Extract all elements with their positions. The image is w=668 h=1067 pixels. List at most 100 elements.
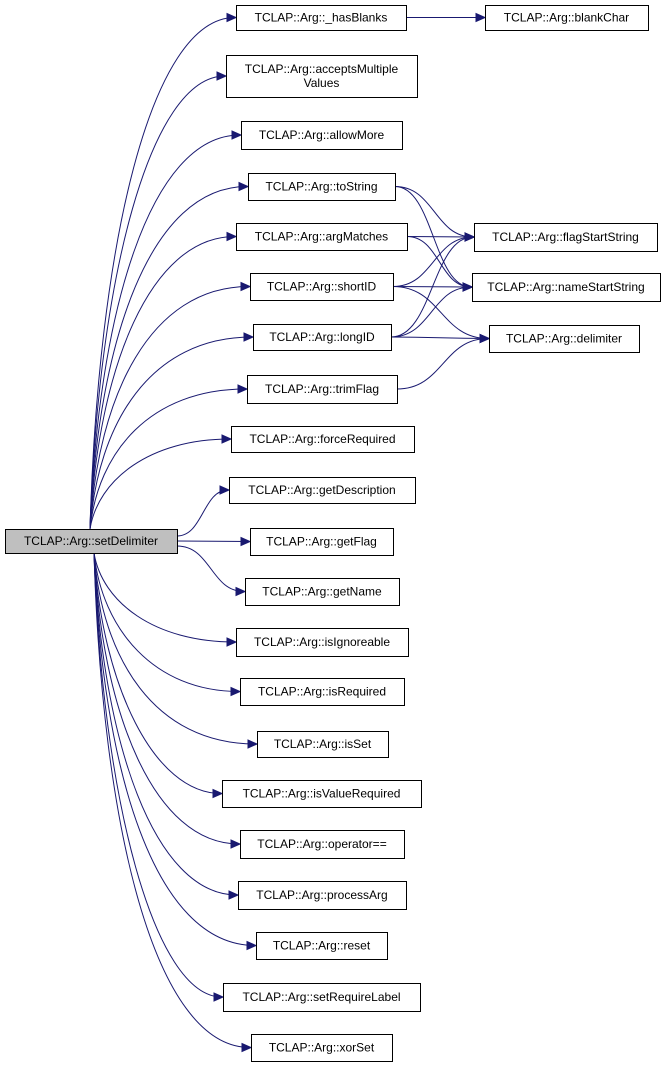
node-box	[229, 477, 416, 504]
node-box	[245, 578, 400, 606]
node-label: TCLAP::Arg::processArg	[256, 888, 387, 902]
node-box	[223, 983, 421, 1012]
node-hasBlanks[interactable]: TCLAP::Arg::_hasBlanks	[236, 5, 407, 31]
node-nameStartString[interactable]: TCLAP::Arg::nameStartString	[472, 273, 661, 302]
arrowhead-icon	[213, 992, 225, 1002]
edge-setDelimiter-to-processArg	[93, 552, 238, 896]
edge-longID-to-flagStartString	[390, 236, 474, 338]
node-box	[240, 830, 405, 859]
edge-setDelimiter-to-shortID	[89, 286, 250, 530]
node-allowMore[interactable]: TCLAP::Arg::allowMore	[241, 121, 403, 150]
arrowhead-icon	[230, 839, 242, 849]
edge-setDelimiter-to-operatorEq	[93, 552, 240, 845]
arrowhead-icon	[243, 332, 255, 342]
node-box	[240, 678, 405, 706]
edge-setDelimiter-to-acceptsMultipleValues	[89, 75, 226, 530]
arrowhead-icon	[221, 434, 233, 444]
edge-setDelimiter-to-reset	[93, 552, 256, 946]
node-setDelimiter[interactable]: TCLAP::Arg::setDelimiter	[5, 529, 178, 554]
node-isSet[interactable]: TCLAP::Arg::isSet	[257, 731, 389, 758]
node-xorSet[interactable]: TCLAP::Arg::xorSet	[251, 1034, 393, 1062]
node-box	[236, 223, 408, 251]
edge-shortID-to-flagStartString	[392, 236, 474, 287]
node-delimiter[interactable]: TCLAP::Arg::delimiter	[489, 325, 640, 353]
arrowhead-icon	[235, 586, 247, 597]
edge-setDelimiter-to-longID	[89, 336, 253, 530]
arrowhead-icon	[226, 12, 238, 23]
node-setRequireLabel[interactable]: TCLAP::Arg::setRequireLabel	[223, 983, 421, 1012]
node-box	[489, 325, 640, 353]
node-isIgnoreable[interactable]: TCLAP::Arg::isIgnoreable	[236, 628, 409, 657]
edge-longID-to-delimiter	[390, 336, 489, 339]
node-box	[256, 932, 388, 960]
edge-trimFlag-to-delimiter	[396, 338, 489, 390]
node-label: TCLAP::Arg::isRequired	[258, 685, 386, 699]
edge-shortID-to-delimiter	[392, 286, 489, 339]
node-label: TCLAP::Arg::reset	[273, 939, 371, 953]
node-getName[interactable]: TCLAP::Arg::getName	[245, 578, 400, 606]
arrowhead-icon	[237, 384, 249, 394]
node-toString[interactable]: TCLAP::Arg::toString	[248, 173, 396, 201]
node-forceRequired[interactable]: TCLAP::Arg::forceRequired	[231, 426, 415, 453]
edge-setDelimiter-to-toString	[89, 186, 248, 530]
arrowhead-icon	[231, 130, 243, 140]
arrowhead-icon	[226, 231, 238, 242]
node-label: TCLAP::Arg::longID	[269, 330, 375, 344]
edge-setDelimiter-to-isValueRequired	[93, 552, 222, 794]
node-getFlag[interactable]: TCLAP::Arg::getFlag	[250, 528, 394, 556]
node-flagStartString[interactable]: TCLAP::Arg::flagStartString	[474, 223, 658, 252]
node-trimFlag[interactable]: TCLAP::Arg::trimFlag	[247, 375, 398, 404]
edge-setDelimiter-to-xorSet	[93, 552, 251, 1048]
edge-toString-to-flagStartString	[394, 186, 474, 238]
node-layer: TCLAP::Arg::setDelimiter TCLAP::Arg::_has…	[5, 5, 661, 1062]
arrowhead-icon	[240, 536, 252, 547]
node-processArg[interactable]: TCLAP::Arg::processArg	[238, 881, 407, 910]
edge-setDelimiter-to-isSet	[93, 552, 257, 745]
node-label: TCLAP::Arg::getFlag	[266, 535, 377, 549]
node-box	[236, 628, 409, 657]
edge-argMatches-to-flagStartString	[406, 236, 474, 238]
arrowhead-icon	[246, 940, 258, 951]
edge-setDelimiter-to-trimFlag	[89, 388, 247, 530]
edge-argMatches-to-nameStartString	[406, 236, 472, 288]
node-label: TCLAP::Arg::trimFlag	[265, 382, 379, 396]
edge-setDelimiter-to-argMatches	[89, 236, 236, 530]
arrowhead-icon	[212, 788, 224, 799]
node-label: TCLAP::Arg::delimiter	[506, 332, 622, 346]
node-argMatches[interactable]: TCLAP::Arg::argMatches	[236, 223, 408, 251]
node-getDescription[interactable]: TCLAP::Arg::getDescription	[229, 477, 416, 504]
node-box	[250, 528, 394, 556]
node-isValueRequired[interactable]: TCLAP::Arg::isValueRequired	[222, 780, 422, 808]
edge-setDelimiter-to-setRequireLabel	[93, 552, 223, 998]
node-label: TCLAP::Arg::getName	[262, 585, 382, 599]
node-box	[247, 375, 398, 404]
node-reset[interactable]: TCLAP::Arg::reset	[256, 932, 388, 960]
node-label: TCLAP::Arg::argMatches	[255, 230, 388, 244]
edge-setDelimiter-to-getName	[176, 545, 245, 592]
arrowhead-icon	[479, 333, 491, 344]
node-box	[226, 55, 418, 98]
node-label: TCLAP::Arg::setDelimiter	[24, 534, 158, 548]
node-label: TCLAP::Arg::isValueRequired	[243, 787, 401, 801]
node-label: TCLAP::Arg::allowMore	[259, 128, 385, 142]
node-box	[474, 223, 658, 252]
arrowhead-icon	[240, 281, 252, 292]
node-box	[253, 324, 392, 351]
node-label: TCLAP::Arg::_hasBlanks	[255, 11, 388, 25]
edge-setDelimiter-to-allowMore	[89, 134, 241, 530]
node-label: TCLAP::Arg::nameStartString	[487, 280, 644, 294]
node-longID[interactable]: TCLAP::Arg::longID	[253, 324, 392, 351]
arrowhead-icon	[228, 890, 240, 900]
node-label: TCLAP::Arg::forceRequired	[249, 432, 395, 446]
node-label: TCLAP::Arg::blankChar	[504, 11, 629, 25]
node-operatorEq[interactable]: TCLAP::Arg::operator==	[240, 830, 405, 859]
node-isRequired[interactable]: TCLAP::Arg::isRequired	[240, 678, 405, 706]
node-box	[485, 5, 649, 31]
node-label: TCLAP::Arg::isIgnoreable	[254, 635, 390, 649]
edge-layer	[89, 12, 491, 1053]
node-label: TCLAP::Arg::getDescription	[248, 483, 395, 497]
edge-setDelimiter-to-getDescription	[176, 489, 229, 537]
node-shortID[interactable]: TCLAP::Arg::shortID	[250, 273, 394, 301]
node-blankChar[interactable]: TCLAP::Arg::blankChar	[485, 5, 649, 31]
